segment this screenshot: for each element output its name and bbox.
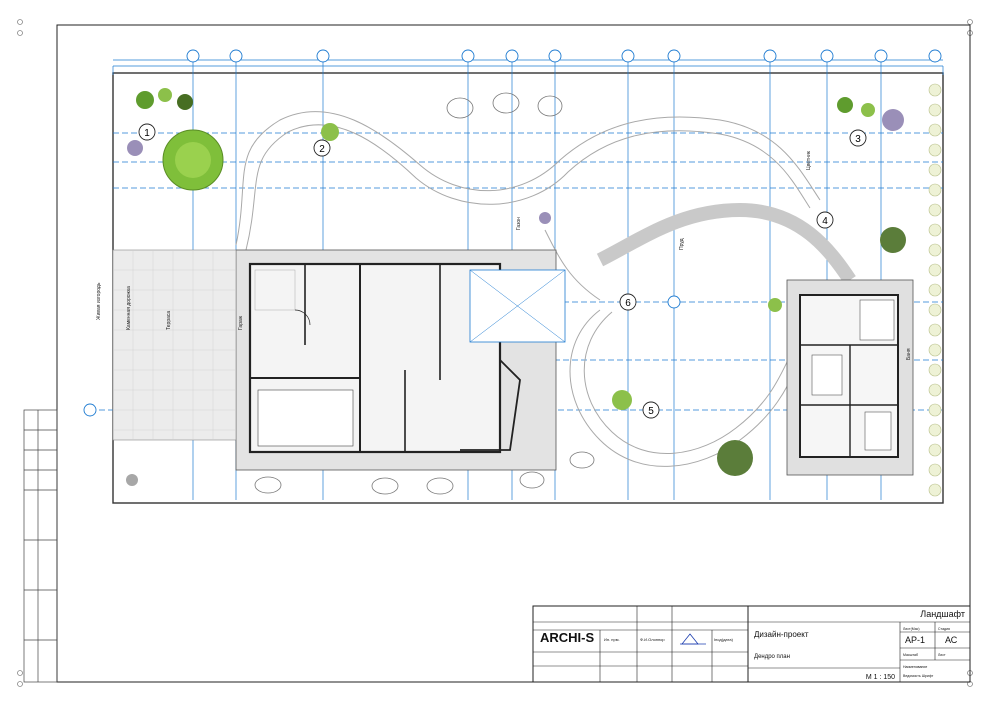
note-name: Наименование (903, 665, 927, 669)
plan-annotations: Живая изгородь Каменная дорожка Терраса … (96, 150, 912, 360)
garden-path (235, 111, 856, 467)
stage-code: АС (945, 635, 958, 645)
zone-marker-3: 3 (849, 129, 867, 147)
note-schedule: Ведомость Шрифт (903, 674, 934, 678)
logo-mark (680, 633, 706, 645)
company-logo: ARCHI-S (540, 630, 594, 645)
zone-number-1: 1 (144, 128, 150, 139)
col-label-sheet: Лист(Мас) (903, 627, 920, 631)
sauna-building (786, 279, 914, 476)
zone-markers: 1 2 3 4 5 6 (138, 123, 867, 419)
col-label-stage: Стадия (938, 627, 950, 631)
zone-number-4: 4 (822, 216, 828, 227)
annotation-terrace: Терраса (166, 311, 172, 330)
main-house (235, 249, 566, 471)
zone-marker-4: 4 (816, 211, 834, 229)
vegetation (126, 88, 906, 486)
project-type: Дизайн-проект (754, 630, 809, 639)
annotation-stone-path: Каменная дорожка (126, 286, 132, 330)
annotation-pond: Пруд (679, 238, 685, 250)
annotation-hedge: Живая изгородь (96, 282, 102, 320)
drawing-frame (56, 24, 971, 683)
row-label-1: Ин. прм. (604, 637, 620, 642)
bottom-label-sheet: Лист (938, 653, 946, 657)
binding-strip (23, 409, 58, 683)
zone-marker-2: 2 (313, 139, 331, 157)
boulders (254, 92, 595, 495)
row-label-3: Іпод(дата) (714, 637, 734, 642)
annotation-flowerbed: Цветник (806, 150, 812, 170)
sheet-title: Ландшафт (920, 609, 965, 619)
zone-marker-1: 1 (138, 123, 156, 141)
zone-number-2: 2 (319, 144, 325, 155)
zone-marker-6: 6 (619, 293, 637, 311)
paved-terrace (112, 249, 237, 441)
sheet-code: АР-1 (905, 635, 925, 645)
title-block (532, 605, 971, 683)
annotation-sauna: Баня (906, 348, 912, 360)
bottom-label-scale: Масштаб (903, 653, 918, 657)
drawing-scale: М 1 : 150 (866, 674, 895, 681)
row-label-2: Ф.И.Олопнор (640, 637, 665, 642)
hedge-row (928, 83, 942, 497)
zone-number-5: 5 (648, 406, 654, 417)
zone-number-6: 6 (625, 298, 631, 309)
annotation-garage: Гараж (238, 315, 244, 330)
annotation-lawn: Газон (516, 217, 522, 230)
zone-marker-5: 5 (642, 401, 660, 419)
zone-number-3: 3 (855, 134, 861, 145)
sheet-description: Дендро план (754, 654, 790, 660)
title-block-text: ARCHI-S Ин. прм. Ф.И.Олопнор Іпод(дата) … (540, 609, 965, 681)
